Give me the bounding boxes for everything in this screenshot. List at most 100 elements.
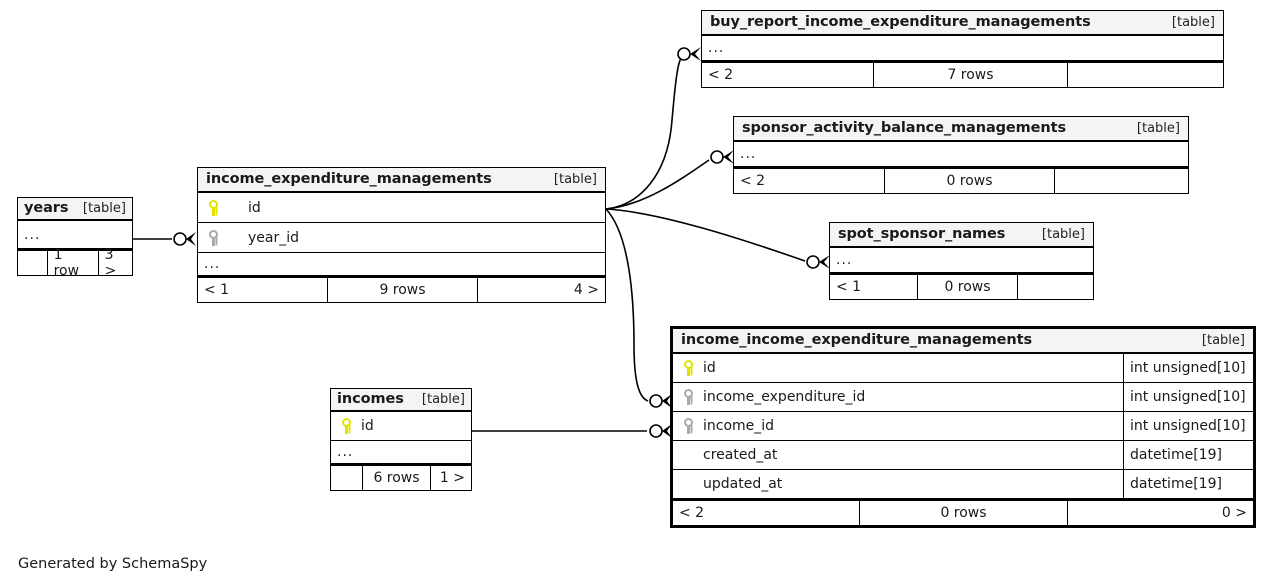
table-income-income-expenditure-managements-name: income_income_expenditure_managements [681,332,1032,348]
table-sponsor-activity-tag: [table] [1136,120,1180,136]
edge-iem-to-sponsor-activity [605,159,710,210]
table-years-tag: [table] [82,200,126,216]
column-ellipsis: ... [337,444,354,460]
table-buy-report-tag: [table] [1171,14,1215,30]
column-name: income_id [703,418,775,434]
table-incomes-tag: [table] [421,391,465,407]
footer-row-count: 1 row [48,247,99,279]
column-ellipsis: ... [708,40,725,56]
table-row[interactable]: ... [18,221,132,249]
footer-parent-count [18,251,48,275]
table-spot-sponsor-names-name: spot_sponsor_names [838,226,1006,242]
table-row[interactable]: income_id int unsigned[10] [673,412,1253,441]
edge-iem-to-income-iem [605,208,649,402]
table-years-footer: 1 row 3 > [18,247,132,279]
table-incomes[interactable]: incomes [table] id ... 6 rows 1 > [330,388,472,491]
footer-child-count [1068,63,1223,87]
column-type: int unsigned[10] [1123,383,1253,411]
table-income-income-expenditure-managements[interactable]: income_income_expenditure_managements [t… [670,326,1256,528]
foreign-key-icon [206,229,222,247]
footer-row-count: 7 rows [874,63,1068,87]
table-row[interactable]: year_id [198,223,605,253]
column-name: id [361,418,374,434]
column-ellipsis: ... [24,226,41,243]
table-row[interactable]: income_expenditure_id int unsigned[10] [673,383,1253,412]
table-buy-report-name: buy_report_income_expenditure_management… [710,14,1091,30]
column-type: int unsigned[10] [1123,354,1253,382]
footer-parent-count: < 2 [673,501,860,525]
table-incomes-header: incomes [table] [331,389,471,412]
primary-key-icon [206,199,222,217]
footer-row-count: 0 rows [918,275,1018,299]
table-income-income-expenditure-managements-tag: [table] [1201,332,1245,348]
zero-marker-years [173,232,187,246]
table-spot-sponsor-names-footer: < 1 0 rows [830,273,1093,299]
primary-key-icon [681,359,697,377]
table-income-income-expenditure-managements-footer: < 2 0 rows 0 > [673,499,1253,525]
footer-parent-count: < 2 [734,169,885,193]
column-ellipsis: ... [204,256,221,272]
footer-row-count: 9 rows [328,278,478,302]
table-row[interactable]: id int unsigned[10] [673,354,1253,383]
footer-child-count [1055,169,1188,193]
table-row[interactable]: ... [198,253,605,276]
table-years[interactable]: years [table] ... 1 row 3 > [17,197,133,279]
table-spot-sponsor-names-tag: [table] [1041,226,1085,242]
column-type: datetime[19] [1123,470,1253,498]
table-buy-report-income-expenditure-managements[interactable]: buy_report_income_expenditure_management… [701,10,1224,88]
table-spot-sponsor-names-header: spot_sponsor_names [table] [830,223,1093,248]
table-row[interactable]: id [331,412,471,441]
footer-parent-count [331,466,363,490]
table-row[interactable]: updated_at datetime[19] [673,470,1253,499]
table-row[interactable]: ... [830,248,1093,273]
table-row[interactable]: created_at datetime[19] [673,441,1253,470]
footer-child-count [1018,275,1093,299]
footer-child-count: 1 > [439,470,465,486]
edge-iem-to-spot-sponsor [605,208,806,262]
footer-parent-count: < 1 [830,275,918,299]
zero-marker-sponsor-activity [710,150,724,164]
column-ellipsis: ... [836,252,853,268]
table-sponsor-activity-balance-managements[interactable]: sponsor_activity_balance_managements [ta… [733,116,1189,194]
column-name: id [248,199,261,216]
column-name: updated_at [703,476,783,492]
table-incomes-footer: 6 rows 1 > [331,464,471,490]
footer-child-count: 0 > [1221,505,1247,521]
column-name: id [703,360,716,376]
table-income-expenditure-managements-name: income_expenditure_managements [206,171,492,187]
table-income-expenditure-managements-footer: < 1 9 rows 4 > [198,276,605,302]
footer-row-count: 0 rows [885,169,1055,193]
table-buy-report-footer: < 2 7 rows [702,61,1223,87]
column-name: created_at [703,447,778,463]
edge-iem-to-buy-report [605,54,684,210]
zero-marker-income-expenditure-id [649,394,663,408]
footer-row-count: 6 rows [363,466,431,490]
footer-child-count: 3 > [104,247,117,279]
column-type: datetime[19] [1123,441,1253,469]
footer-parent-count: < 2 [702,63,874,87]
table-sponsor-activity-header: sponsor_activity_balance_managements [ta… [734,117,1188,142]
table-row[interactable]: ... [331,441,471,464]
generator-credit: Generated by SchemaSpy [18,556,208,572]
footer-row-count: 0 rows [860,501,1068,525]
foreign-key-icon [681,388,697,406]
table-row[interactable]: ... [702,36,1223,61]
footer-child-count: 4 > [573,282,599,298]
table-income-expenditure-managements[interactable]: income_expenditure_managements [table] i… [197,167,606,303]
table-years-name: years [24,200,69,216]
zero-marker-income-id [649,424,663,438]
primary-key-icon [339,417,355,435]
arrow-years [186,232,196,246]
table-row[interactable]: ... [734,142,1188,167]
table-row[interactable]: id [198,193,605,223]
table-buy-report-header: buy_report_income_expenditure_management… [702,11,1223,36]
column-ellipsis: ... [740,146,757,162]
foreign-key-icon [681,417,697,435]
table-income-expenditure-managements-tag: [table] [553,171,597,187]
table-years-header: years [table] [18,198,132,221]
table-income-expenditure-managements-header: income_expenditure_managements [table] [198,168,605,193]
column-name: year_id [248,229,300,246]
zero-marker-spot-sponsor [806,255,820,269]
table-spot-sponsor-names[interactable]: spot_sponsor_names [table] ... < 1 0 row… [829,222,1094,300]
